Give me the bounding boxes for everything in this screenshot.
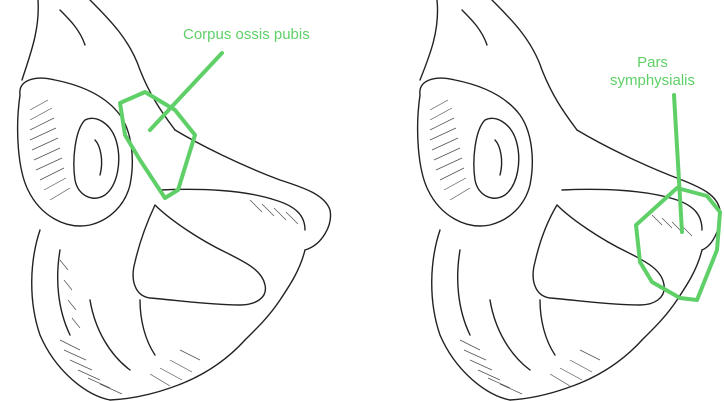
pars-symphysialis-label-line1: Pars xyxy=(610,54,695,72)
left-panel: Corpus ossis pubis xyxy=(0,0,362,401)
pars-symphysialis-label: Pars symphysialis xyxy=(610,54,695,90)
pars-symphysialis-outline xyxy=(636,95,720,300)
corpus-ossis-pubis-label: Corpus ossis pubis xyxy=(183,26,310,44)
pars-symphysialis-label-line2: symphysialis xyxy=(610,72,695,90)
pelvis-illustration-left xyxy=(0,0,362,401)
